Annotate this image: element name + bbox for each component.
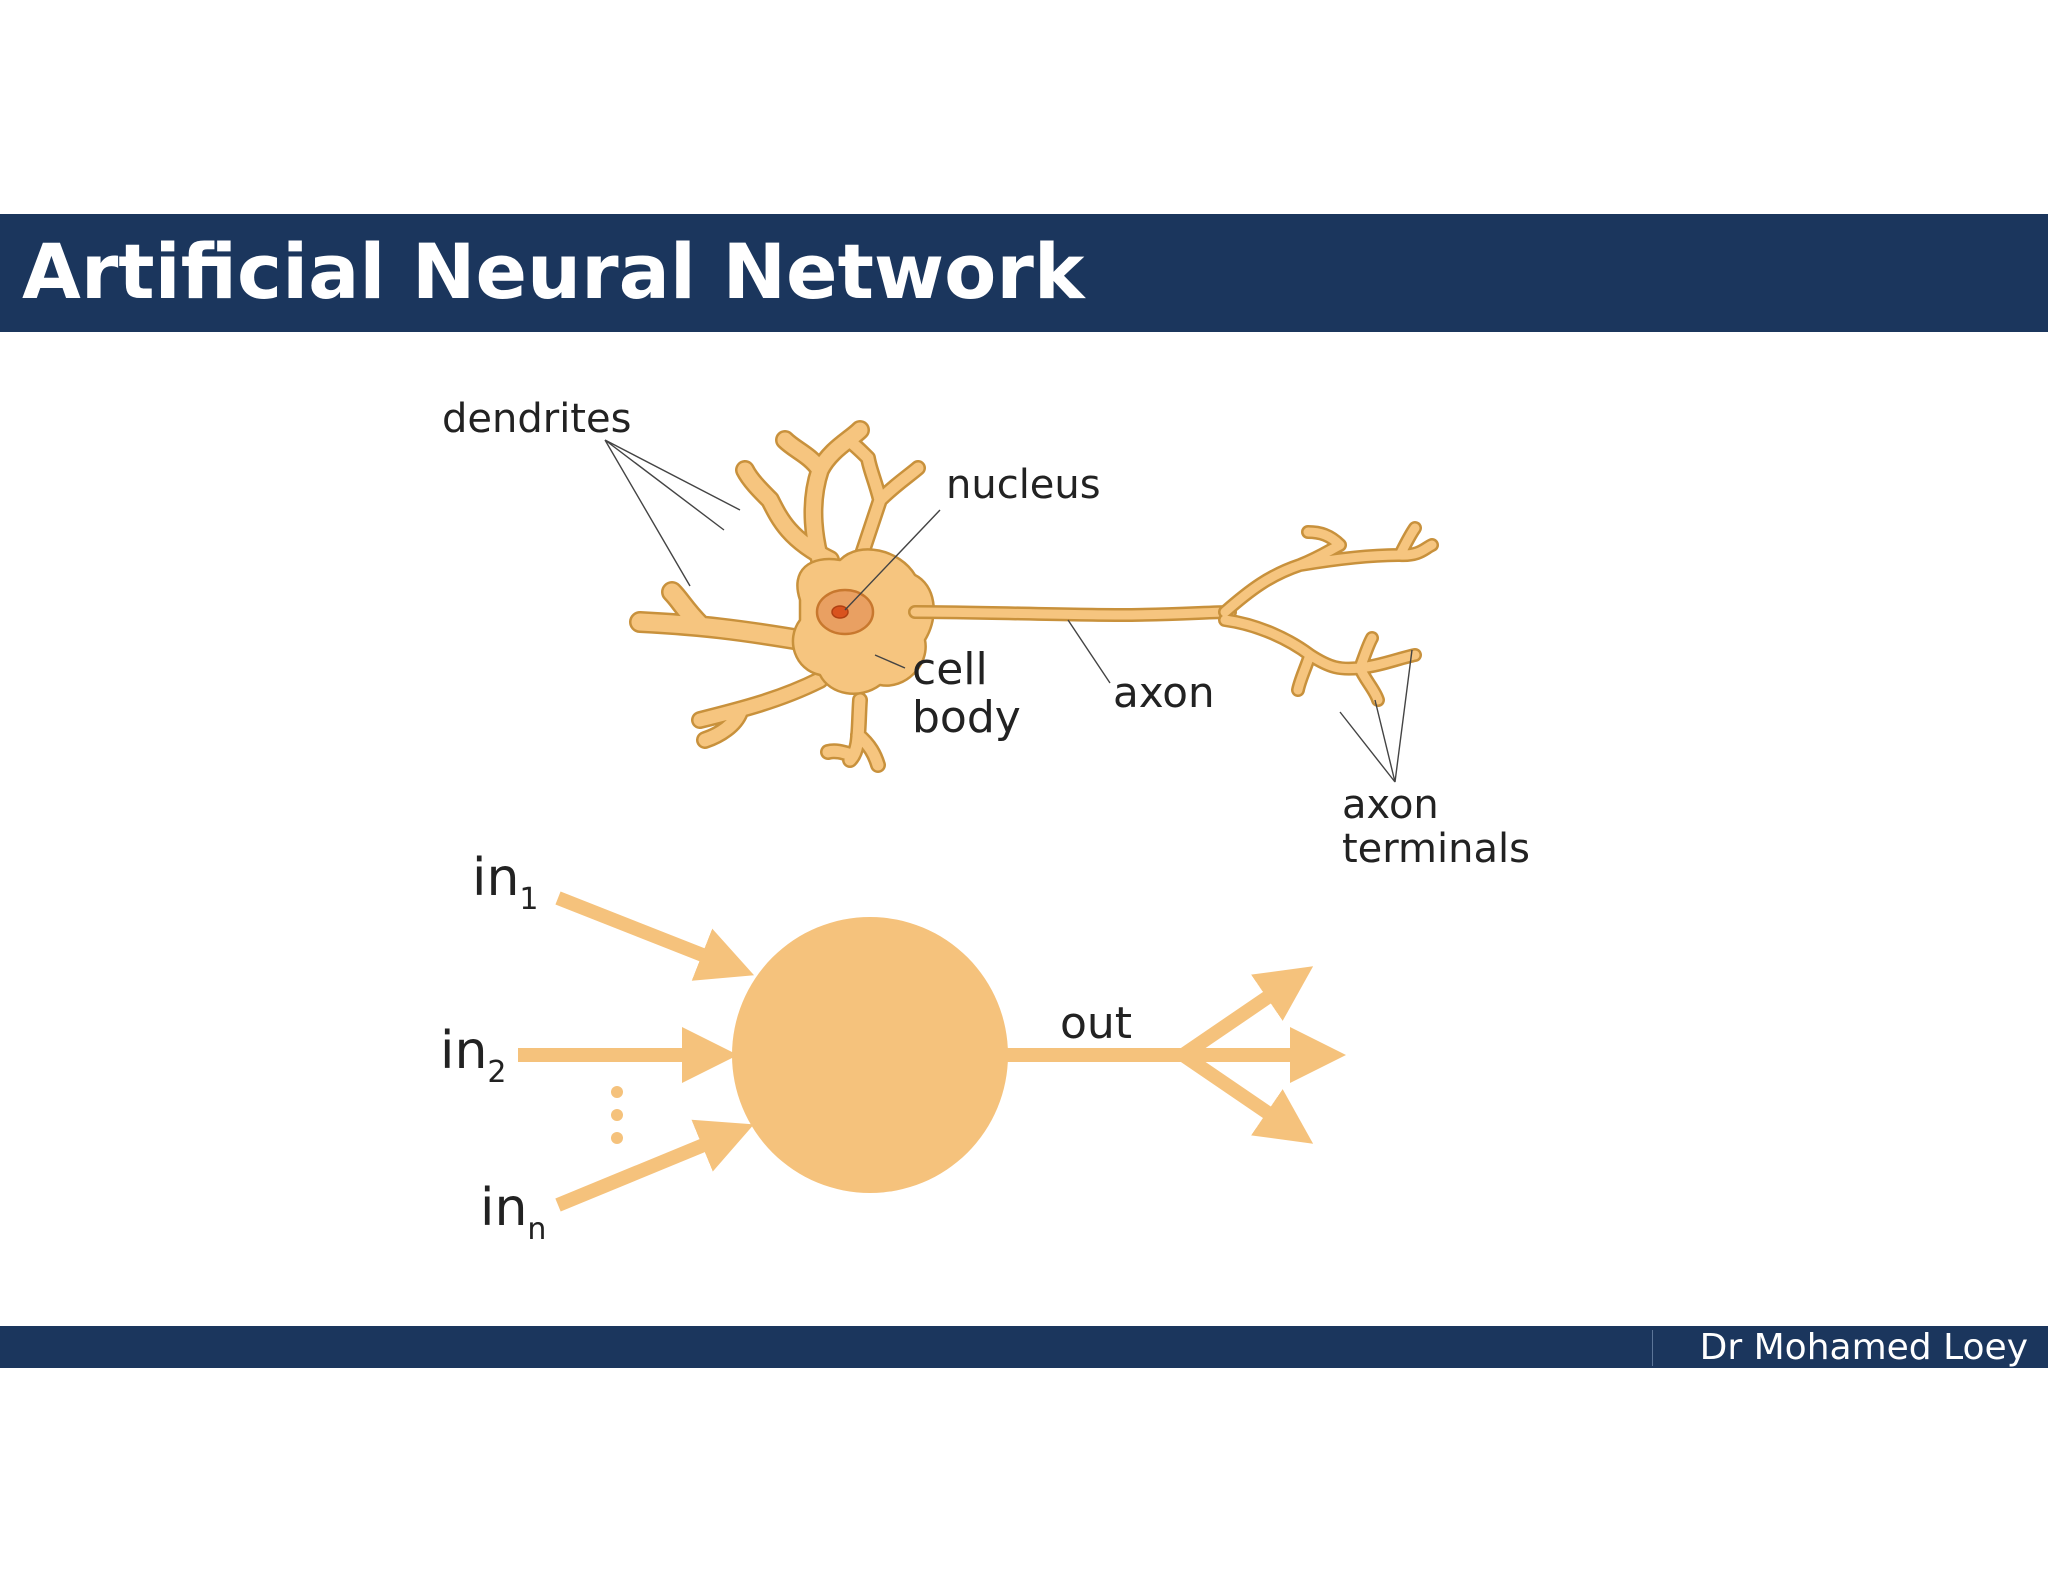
terminals-leader <box>1339 649 1413 783</box>
input-n-label: inn <box>480 1178 546 1247</box>
nucleus-label: nucleus <box>946 462 1101 508</box>
cell-body-label-line2: body <box>912 692 1021 743</box>
footer-bar <box>0 1326 2048 1368</box>
output-label: out <box>1060 998 1132 1049</box>
input-n-base: in <box>480 1178 527 1238</box>
ellipsis-dot <box>611 1132 623 1144</box>
nucleolus-shape <box>831 605 849 619</box>
nucleus-leader <box>844 509 941 611</box>
neuron-node <box>732 917 1008 1193</box>
dendrites-leader <box>604 439 741 587</box>
neuron-leader-lines <box>604 439 1413 783</box>
input-1-base: in <box>472 848 519 908</box>
axon-terminals-label-line2: terminals <box>1342 826 1530 872</box>
output-branch-up <box>1179 966 1314 1061</box>
title-bar <box>0 214 2048 332</box>
input-n-arrow <box>555 1119 754 1212</box>
input-2-label: in2 <box>440 1021 507 1090</box>
input-2-subscript: 2 <box>487 1055 506 1090</box>
cell-body-leader <box>874 654 906 669</box>
dendrites-label: dendrites <box>442 396 631 442</box>
neuron-illustration <box>629 420 1439 773</box>
axon-leader <box>1067 619 1111 684</box>
ellipsis-dot <box>611 1109 623 1121</box>
perceptron-diagram <box>518 891 1346 1212</box>
slide-title: Artificial Neural Network <box>22 227 1085 316</box>
axon-terminals-shape <box>1218 521 1439 707</box>
axon-label: axon <box>1113 668 1215 717</box>
author-name: Dr Mohamed Loey <box>1699 1327 2028 1368</box>
input-2-base: in <box>440 1021 487 1081</box>
dendrites-shape <box>629 420 926 773</box>
input-1-arrow <box>555 891 755 981</box>
input-1-subscript: 1 <box>519 882 538 917</box>
axon-shape <box>908 605 1237 622</box>
output-branch-down <box>1179 1049 1314 1144</box>
ellipsis-dot <box>611 1086 623 1098</box>
input-n-subscript: n <box>527 1212 546 1247</box>
cell-body-label-line1: cell <box>912 644 988 695</box>
footer-separator <box>1652 1330 1653 1366</box>
input-1-label: in1 <box>472 848 539 917</box>
axon-terminals-label-line1: axon <box>1342 782 1439 828</box>
